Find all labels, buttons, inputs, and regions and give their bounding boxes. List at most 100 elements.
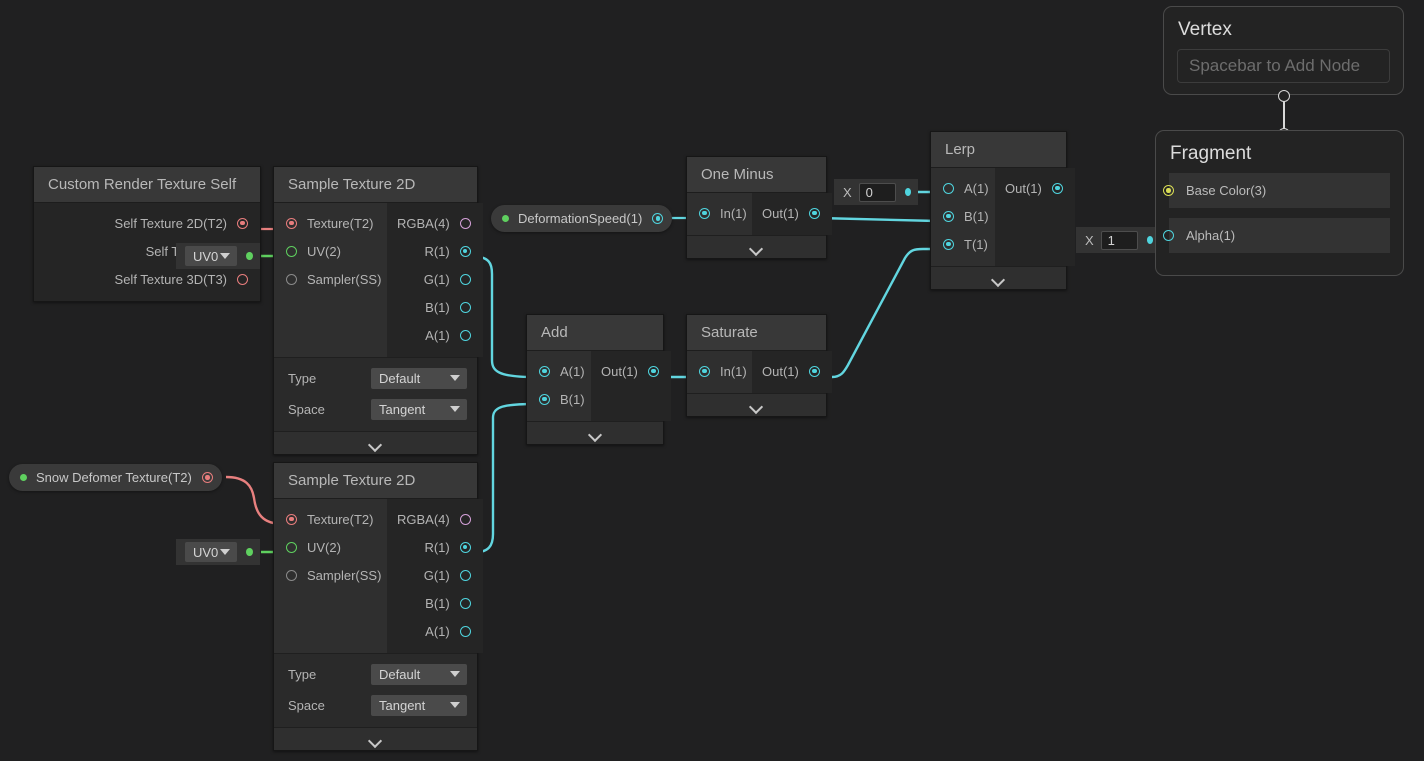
port-dot-sampler[interactable] (286, 273, 297, 285)
alpha-field-port[interactable] (1146, 236, 1153, 244)
port-dot-out[interactable] (1051, 182, 1063, 194)
output-slot-b[interactable]: B(1) (387, 293, 483, 321)
output-slot-a[interactable]: A(1) (387, 617, 483, 645)
output-slot-r[interactable]: R(1) (387, 533, 483, 561)
input-slot-t[interactable]: T(1) (931, 230, 995, 258)
node-collapse-bar[interactable] (527, 421, 663, 444)
output-slot-r[interactable]: R(1) (387, 237, 483, 265)
node-sample-texture-2d-top[interactable]: Sample Texture 2D Texture(T2) UV(2) Samp… (273, 166, 483, 455)
port-dot-a[interactable] (943, 182, 954, 194)
node-sample-texture-2d-bottom[interactable]: Sample Texture 2D Texture(T2) UV(2) Samp… (273, 462, 483, 751)
master-stack-vertex[interactable]: Vertex Spacebar to Add Node (1163, 6, 1404, 95)
input-slot-a[interactable]: A(1) (931, 174, 995, 202)
port-dot-a[interactable] (539, 365, 550, 377)
node-collapse-bar[interactable] (687, 235, 826, 258)
lerp-a-float-field[interactable]: X 0 (834, 179, 918, 205)
node-add[interactable]: Add A(1) B(1) Out(1) (526, 314, 671, 445)
input-slot-b[interactable]: B(1) (527, 385, 591, 413)
port-dot-alpha[interactable] (1163, 230, 1174, 241)
input-slot-in[interactable]: In(1) (687, 357, 752, 385)
output-slot-b[interactable]: B(1) (387, 589, 483, 617)
uv-dropdown-bottom[interactable]: UV0 (185, 542, 238, 562)
port-dot-texture[interactable] (286, 513, 297, 525)
port-dot-out[interactable] (808, 207, 820, 219)
port-dot-b[interactable] (459, 301, 471, 313)
port-dot-r[interactable] (459, 541, 471, 553)
connector-ring-top[interactable] (1278, 90, 1290, 102)
port-dot-self-texture-3d[interactable] (237, 273, 248, 285)
master-stack-fragment[interactable]: Fragment Base Color(3) Alpha(1) (1155, 130, 1404, 276)
input-slot-texture[interactable]: Texture(T2) (274, 209, 387, 237)
uv-dropdown-top-container[interactable]: UV0 (176, 243, 260, 269)
node-saturate[interactable]: Saturate In(1) Out(1) (686, 314, 832, 417)
port-dot-self-texture-2d[interactable] (237, 217, 248, 229)
port-dot-texture[interactable] (286, 217, 297, 229)
node-collapse-bar[interactable] (687, 393, 826, 416)
port-dot-in[interactable] (699, 207, 710, 219)
port-dot-g[interactable] (459, 569, 471, 581)
input-slot-b[interactable]: B(1) (931, 202, 995, 230)
port-dot-in[interactable] (699, 365, 710, 377)
output-slot-out[interactable]: Out(1) (752, 357, 832, 385)
output-slot-self-texture-3d[interactable]: Self Texture 3D(T3) (34, 265, 260, 293)
port-dot-out[interactable] (647, 365, 659, 377)
input-slot-in[interactable]: In(1) (687, 199, 752, 227)
node-collapse-bar[interactable] (931, 266, 1066, 289)
output-slot-rgba[interactable]: RGBA(4) (387, 209, 483, 237)
node-lerp[interactable]: Lerp A(1) B(1) T(1) Out(1) (930, 131, 1075, 290)
input-slot-uv[interactable]: UV(2) (274, 533, 387, 561)
output-slot-a[interactable]: A(1) (387, 321, 483, 349)
input-slot-a[interactable]: A(1) (527, 357, 591, 385)
port-dot-uv[interactable] (286, 245, 297, 257)
type-dropdown[interactable]: Default (371, 663, 467, 685)
lerp-a-value-input[interactable]: 0 (858, 182, 896, 202)
port-dot-a[interactable] (459, 625, 471, 637)
block-base-color[interactable]: Base Color(3) (1163, 173, 1390, 208)
node-collapse-bar[interactable] (274, 431, 477, 454)
type-dropdown[interactable]: Default (371, 367, 467, 389)
port-dot-g[interactable] (459, 273, 471, 285)
setting-type[interactable]: Type Default (284, 662, 467, 686)
output-slot-g[interactable]: G(1) (387, 265, 483, 293)
port-dot-out[interactable] (808, 365, 820, 377)
port-dot-rgba[interactable] (459, 217, 471, 229)
lerp-a-field-port[interactable] (904, 188, 911, 196)
port-dot-b[interactable] (459, 597, 471, 609)
port-dot-r[interactable] (459, 245, 471, 257)
port-dot-t[interactable] (943, 238, 954, 250)
port-dot-uv[interactable] (286, 541, 297, 553)
output-slot-g[interactable]: G(1) (387, 561, 483, 589)
input-slot-texture[interactable]: Texture(T2) (274, 505, 387, 533)
property-node-deformation-speed[interactable]: DeformationSpeed(1) (491, 205, 673, 232)
node-one-minus[interactable]: One Minus In(1) Out(1) (686, 156, 832, 259)
setting-type[interactable]: Type Default (284, 366, 467, 390)
input-slot-uv[interactable]: UV(2) (274, 237, 387, 265)
uv-dropdown-top[interactable]: UV0 (185, 246, 238, 266)
uv-dropdown-top-port[interactable] (246, 252, 253, 260)
setting-space[interactable]: Space Tangent (284, 397, 467, 421)
port-dot-base-color[interactable] (1163, 185, 1174, 196)
output-slot-rgba[interactable]: RGBA(4) (387, 505, 483, 533)
alpha-value-input[interactable]: 1 (1100, 230, 1138, 250)
port-dot-deformation-speed[interactable] (652, 213, 664, 224)
output-slot-out[interactable]: Out(1) (995, 174, 1075, 202)
port-dot-sampler[interactable] (286, 569, 297, 581)
node-custom-render-texture-self[interactable]: Custom Render Texture Self Self Texture … (33, 166, 261, 302)
output-slot-out[interactable]: Out(1) (591, 357, 671, 385)
output-slot-self-texture-2d[interactable]: Self Texture 2D(T2) (34, 209, 260, 237)
vertex-add-node-placeholder[interactable]: Spacebar to Add Node (1177, 49, 1390, 83)
space-dropdown[interactable]: Tangent (371, 694, 467, 716)
output-slot-out[interactable]: Out(1) (752, 199, 832, 227)
input-slot-sampler[interactable]: Sampler(SS) (274, 265, 387, 293)
block-alpha[interactable]: Alpha(1) (1163, 218, 1390, 253)
space-dropdown[interactable]: Tangent (371, 398, 467, 420)
node-collapse-bar[interactable] (274, 727, 477, 750)
port-dot-rgba[interactable] (459, 513, 471, 525)
setting-space[interactable]: Space Tangent (284, 693, 467, 717)
port-dot-a[interactable] (459, 329, 471, 341)
alpha-float-field[interactable]: X 1 (1076, 227, 1160, 253)
port-dot-b[interactable] (943, 210, 954, 222)
property-node-snow-deformer-texture[interactable]: Snow Defomer Texture(T2) (9, 464, 222, 491)
port-dot-b[interactable] (539, 393, 550, 405)
